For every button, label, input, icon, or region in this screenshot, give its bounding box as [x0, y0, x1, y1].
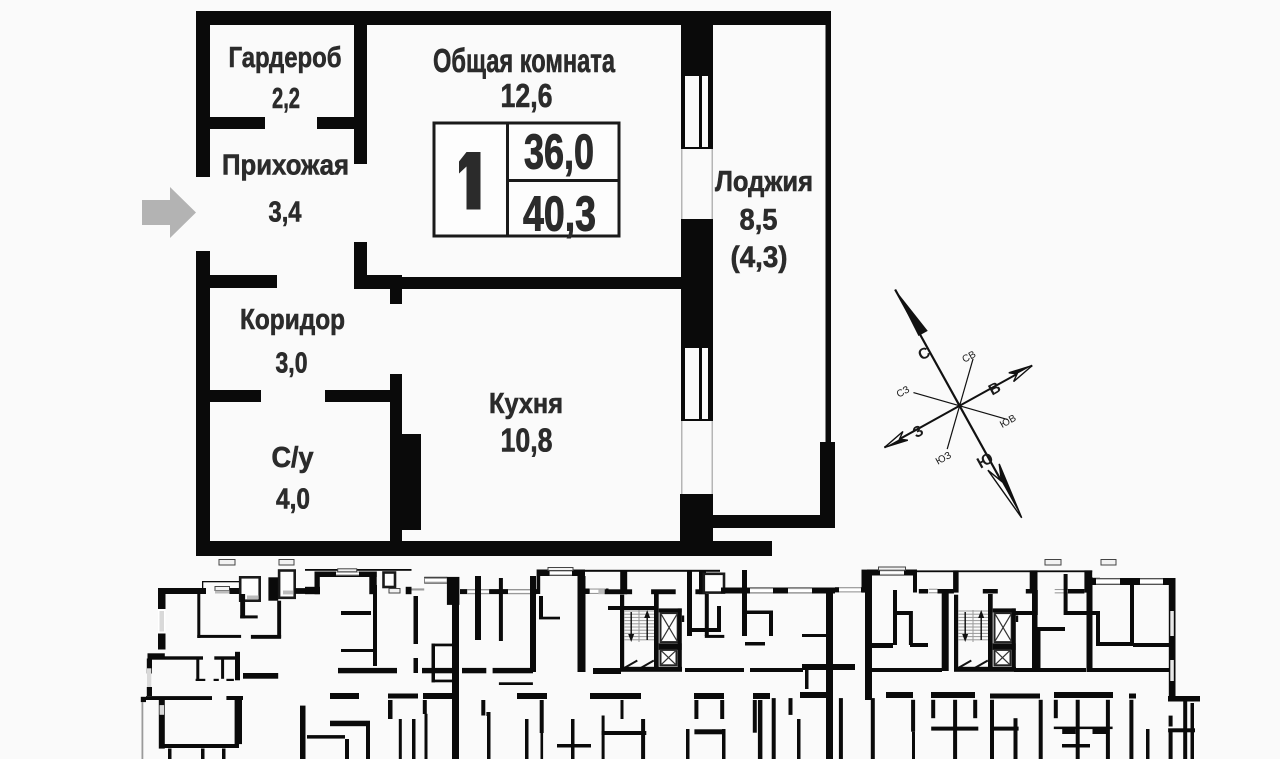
svg-text:Прихожая: Прихожая: [222, 150, 349, 182]
svg-text:Гардероб: Гардероб: [229, 42, 342, 74]
svg-text:Лоджия: Лоджия: [715, 166, 813, 198]
svg-text:С/у: С/у: [272, 442, 314, 474]
svg-text:2,2: 2,2: [272, 83, 300, 115]
svg-text:10,8: 10,8: [501, 422, 553, 459]
svg-text:Ю: Ю: [974, 450, 996, 473]
svg-text:36,0: 36,0: [524, 125, 594, 179]
svg-text:(4,3): (4,3): [731, 241, 788, 274]
svg-text:Общая комната: Общая комната: [433, 42, 615, 79]
svg-text:3,4: 3,4: [269, 197, 302, 229]
svg-text:8,5: 8,5: [740, 204, 778, 237]
svg-text:12,6: 12,6: [501, 77, 553, 114]
svg-text:3,0: 3,0: [276, 348, 308, 380]
svg-text:Кухня: Кухня: [489, 388, 563, 420]
svg-text:Коридор: Коридор: [240, 304, 345, 336]
svg-text:40,3: 40,3: [523, 188, 596, 242]
svg-text:4,0: 4,0: [276, 484, 310, 516]
